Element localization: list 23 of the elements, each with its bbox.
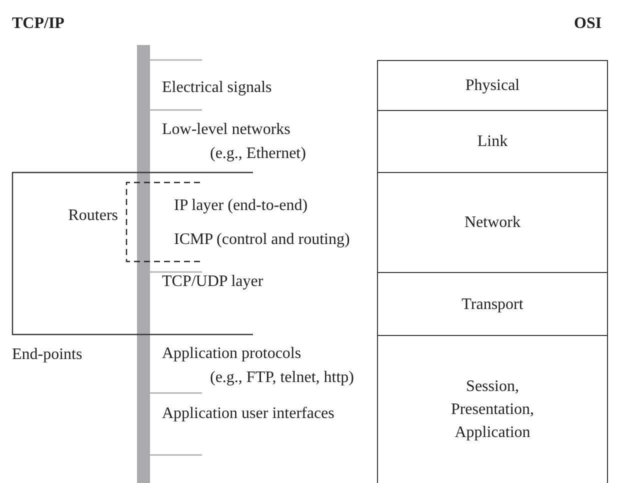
layer-name: ICMP (control and routing) xyxy=(174,230,350,250)
layer-name: Session, Presentation, Application xyxy=(450,377,536,443)
layer-name: Electrical signals xyxy=(162,78,272,98)
layer-name: Network xyxy=(464,213,520,233)
region-label: End-points xyxy=(12,345,82,365)
layer-name: Application user interfaces xyxy=(162,404,334,424)
layer-name: Transport xyxy=(462,294,524,314)
column-heading: OSI xyxy=(574,14,602,34)
layer-name: Link xyxy=(477,132,508,152)
osi-layer-box xyxy=(377,110,608,172)
osi-layer-box xyxy=(377,272,608,335)
osi-layer-box xyxy=(377,60,608,110)
layer-name: IP layer (end-to-end) xyxy=(174,196,308,216)
column-heading: TCP/IP xyxy=(12,14,64,34)
osi-layer-box xyxy=(377,335,608,483)
layer-name: Application protocols xyxy=(162,344,302,364)
region-label: Routers xyxy=(68,206,118,226)
layer-name: Physical xyxy=(465,76,520,96)
osi-layer-box xyxy=(377,172,608,272)
example-text: (e.g., FTP, telnet, http) xyxy=(210,368,354,388)
layer-name: TCP/UDP layer xyxy=(162,272,264,292)
layer-name: Low-level networks xyxy=(162,120,290,140)
example-text: (e.g., Ethernet) xyxy=(210,144,306,164)
